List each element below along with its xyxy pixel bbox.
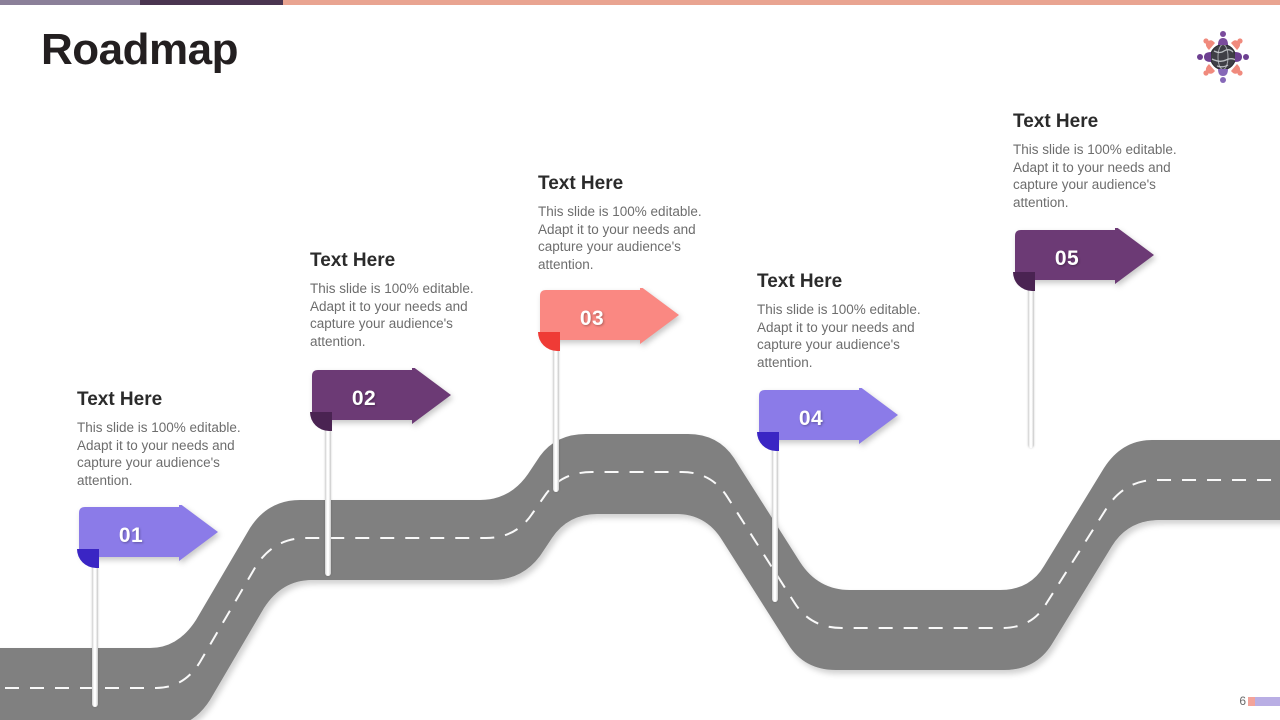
milestone-body-01: This slide is 100% editable. Adapt it to…: [77, 419, 241, 489]
flag-pole-01: [92, 527, 98, 707]
accent-segment-light-purple: [0, 0, 140, 5]
flag-banner-wrap-01: 01: [65, 505, 250, 575]
flag-knot-03: [538, 332, 560, 351]
milestone-text-04: Text Here This slide is 100% editable. A…: [757, 271, 932, 372]
flag-banner-shape-04: [759, 388, 898, 444]
flag-knot-02: [310, 412, 332, 431]
page-title: Roadmap: [41, 25, 238, 74]
flag-pole-02: [325, 390, 331, 576]
milestone-flag-01[interactable]: 01: [65, 505, 250, 707]
footer-mark-purple: [1255, 697, 1280, 706]
milestone-flag-02[interactable]: 02: [298, 368, 483, 576]
milestone-text-05: Text Here This slide is 100% editable. A…: [1013, 111, 1188, 212]
flag-pole-05: [1028, 250, 1034, 448]
flag-number-04: 04: [798, 407, 824, 430]
page-number: 6: [1239, 694, 1246, 708]
flag-banner-shape-01: [79, 505, 218, 561]
milestone-flag-03[interactable]: 03: [526, 288, 711, 492]
flag-number-03: 03: [579, 307, 605, 330]
accent-segment-dark-purple: [140, 0, 283, 5]
flag-knot-05: [1013, 272, 1035, 291]
footer-mark-salmon: [1248, 697, 1255, 706]
milestone-heading-01: Text Here: [77, 389, 163, 410]
flag-banner-shape-05: [1015, 228, 1154, 284]
milestone-text-02: Text Here This slide is 100% editable. A…: [310, 250, 485, 351]
flag-number-01: 01: [118, 524, 144, 547]
footer-color-mark: [1248, 697, 1280, 706]
flag-banner-wrap-04: 04: [745, 388, 930, 458]
top-accent-bar: [0, 0, 1280, 5]
flag-number-05: 05: [1054, 247, 1080, 270]
flag-knot-01: [77, 549, 99, 568]
globe-people-logo: [1190, 26, 1256, 88]
milestone-flag-05[interactable]: 05: [1001, 228, 1186, 448]
flag-banner-wrap-05: 05: [1001, 228, 1186, 298]
milestone-body-03: This slide is 100% editable. Adapt it to…: [538, 203, 702, 273]
flag-banner-wrap-03: 03: [526, 288, 711, 358]
flag-pole-04: [772, 410, 778, 602]
milestone-text-01: Text Here This slide is 100% editable. A…: [77, 389, 252, 490]
flag-banner-wrap-02: 02: [298, 368, 483, 438]
flag-pole-03: [553, 310, 559, 492]
milestone-heading-03: Text Here: [538, 173, 624, 194]
flag-knot-04: [757, 432, 779, 451]
accent-segment-salmon: [283, 0, 1280, 5]
milestone-body-04: This slide is 100% editable. Adapt it to…: [757, 301, 921, 371]
milestone-text-03: Text Here This slide is 100% editable. A…: [538, 173, 713, 274]
milestone-body-05: This slide is 100% editable. Adapt it to…: [1013, 141, 1177, 211]
milestone-heading-05: Text Here: [1013, 111, 1099, 132]
flag-banner-shape-03: [540, 288, 679, 344]
flag-banner-shape-02: [312, 368, 451, 424]
milestone-heading-02: Text Here: [310, 250, 396, 271]
milestone-heading-04: Text Here: [757, 271, 843, 292]
flag-number-02: 02: [351, 387, 377, 410]
milestone-body-02: This slide is 100% editable. Adapt it to…: [310, 280, 474, 350]
milestone-flag-04[interactable]: 04: [745, 388, 930, 602]
